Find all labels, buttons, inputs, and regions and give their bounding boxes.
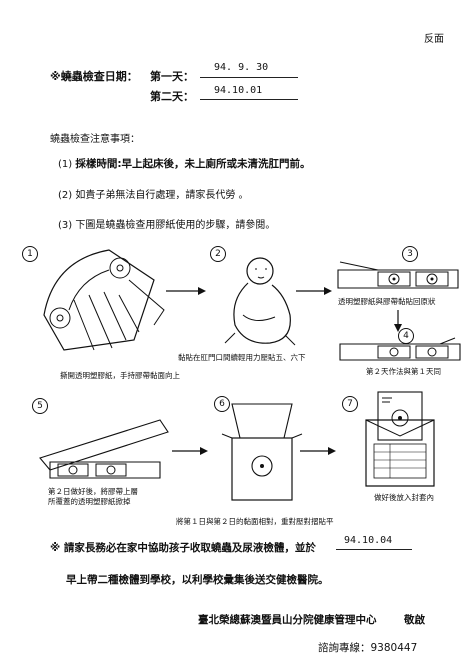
step-2-number: 2 [210,246,226,262]
step-1-caption: 撕開透明塑膠紙，手持膠帶黏面向上 [60,371,180,380]
step-5-illustration [39,419,169,479]
footer-line1: ※ 請家長務必在家中協助孩子收取蟯蟲及尿液檢體，並於 [50,542,316,554]
dates-label: ※蟯蟲檢查日期： [50,70,138,83]
step-5-caption-line2: 所覆蓋的透明塑膠紙掀掉 [48,497,131,506]
step-7-caption: 做好後放入封套內 [374,493,434,502]
step-3-illustration [337,261,459,289]
note-3-no: (3) [58,220,73,231]
note-3-text: 下圖是蟯蟲檢查用膠紙使用的步驟，請參閱。 [75,220,276,231]
step-5-number: 5 [32,398,48,414]
note-1-text: 採樣時間:早上起床後，未上廁所或未清洗肛門前。 [75,158,311,170]
day2-value: 94.10.01 [214,85,263,96]
step-7-number: 7 [342,396,358,412]
step-6-illustration [221,403,303,501]
step-1-number: 1 [22,246,38,262]
day2-label: 第二天： [150,90,194,103]
step-5-caption-line1: 第２日做好後，將膠帶上層 [48,487,138,496]
note-1-no: (1) [58,159,73,170]
day2-field: 94.10.01 [200,84,298,100]
footer-date-value: 94.10.04 [344,535,393,546]
corner-label: 反面 [424,34,444,45]
footer-org: 臺北榮總蘇澳暨員山分院健康管理中心 [198,614,377,626]
step-6-number: 6 [214,396,230,412]
day1-label: 第一天： [150,70,194,83]
note-2: (2) 如貴子弟無法自行處理，請家長代勞 。 [58,186,249,201]
step-3-number: 3 [402,246,418,262]
day1-value: 94. 9. 30 [214,62,269,73]
step-4-number: 4 [398,328,414,344]
step-1-illustration [43,249,165,351]
day1-field: 94. 9. 30 [200,62,298,78]
step-2-caption: 黏貼在肛門口間續輕用力壓貼五、六下 [178,353,306,362]
arrow-3-4 [394,310,402,332]
notes-heading: 蟯蟲檢查注意事項： [50,134,140,145]
step-4-illustration [339,337,461,361]
note-1: (1) 採樣時間:早上起床後，未上廁所或未清洗肛門前。 [58,156,311,171]
step-3-caption: 透明塑膠紙與膠帶黏貼回原狀 [338,297,436,306]
note-3: (3) 下圖是蟯蟲檢查用膠紙使用的步驟，請參閱。 [58,216,275,231]
note-2-text: 如貴子弟無法自行處理，請家長代勞 。 [75,190,249,201]
arrow-2-3 [296,287,332,295]
step-4-caption: 第２天作法與第１天同 [366,367,441,376]
footer-line2: 早上帶二種檢體到學校，以利學校彙集後送交健檢醫院。 [66,574,329,586]
note-2-no: (2) [58,190,73,201]
step-6-caption: 將第１日與第２日的黏面相對，重對壓對摺貼平 [176,517,334,526]
step-2-illustration [224,257,296,346]
arrow-6-7 [300,447,336,455]
footer-contact: 諮詢專線：9380447 [318,642,418,654]
arrow-5-6 [172,447,208,455]
arrow-1-2 [166,287,206,295]
footer-date-field: 94.10.04 [336,534,412,550]
footer-sign: 敬啟 [404,614,425,626]
step-7-illustration [365,391,435,487]
